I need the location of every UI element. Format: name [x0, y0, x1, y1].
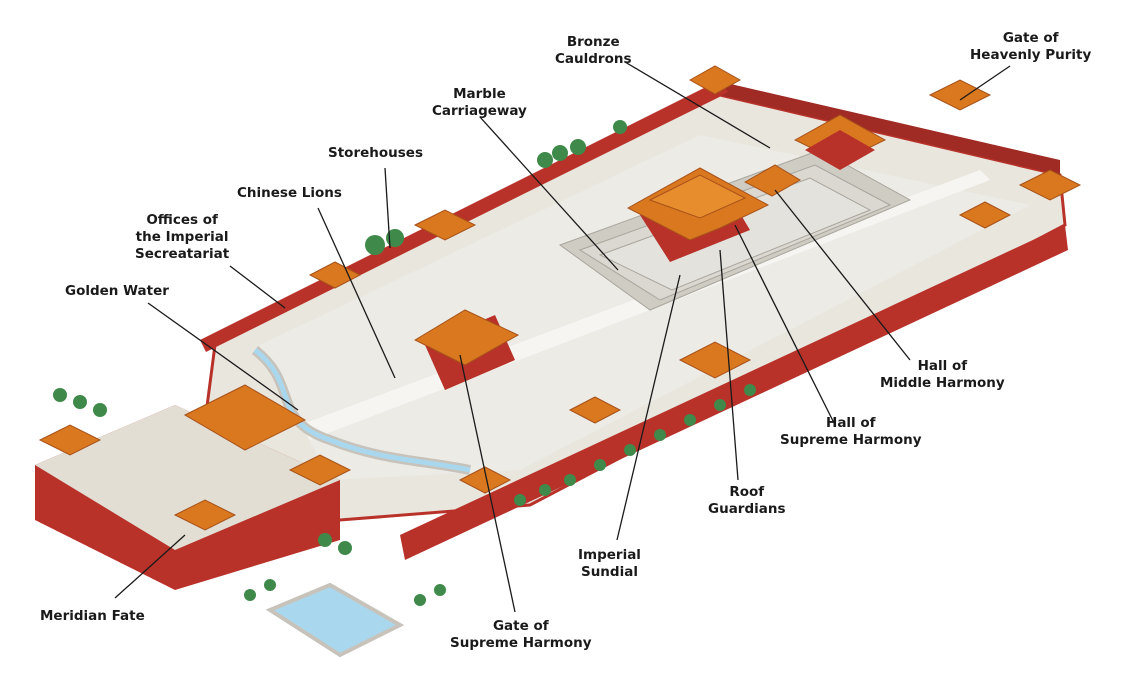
leader-bronze-cauldrons: [624, 61, 771, 149]
leader-lines: [114, 61, 1011, 613]
leader-imperial-sundial: [616, 274, 681, 541]
pavilion-east-1: [678, 341, 752, 379]
north-wall-face: [720, 82, 1060, 175]
gate-heavenly-purity-roof: [928, 79, 992, 111]
pavilion-east-3: [568, 396, 622, 424]
leader-gate-supreme-harmony: [459, 354, 516, 613]
meridian-gate-front-pavilion: [173, 499, 237, 531]
label-gate-heavenly-purity: Gate of Heavenly Purity: [970, 30, 1092, 63]
leader-marble-carriageway: [479, 116, 619, 271]
corner-tower-ne: [1018, 169, 1082, 201]
label-offices-secretariat: Offices of the Imperial Secreatariat: [135, 212, 230, 262]
pavilion-east-2: [458, 466, 512, 494]
label-meridian-fate: Meridian Fate: [40, 608, 145, 624]
leader-meridian-fate: [114, 534, 186, 599]
meridian-gate-right-pavilion: [288, 454, 352, 486]
label-roof-guardians: Roof Guardians: [708, 484, 786, 517]
corner-tower-nw: [688, 65, 742, 95]
pavilion-east-4: [958, 201, 1012, 229]
label-hall-middle-harmony: Hall of Middle Harmony: [880, 358, 1005, 391]
label-chinese-lions: Chinese Lions: [237, 185, 342, 201]
label-hall-supreme-harmony: Hall of Supreme Harmony: [780, 415, 922, 448]
label-marble-carriageway: Marble Carriageway: [432, 86, 527, 119]
label-gate-supreme-harmony: Gate of Supreme Harmony: [450, 618, 592, 651]
hall-middle-harmony-roof: [743, 164, 801, 197]
pavilion-storehouse-2: [308, 261, 362, 289]
leader-chinese-lions: [317, 207, 396, 379]
label-golden-water: Golden Water: [65, 283, 169, 299]
moat-pool: [265, 582, 405, 658]
leader-golden-water: [147, 302, 299, 411]
leader-roof-guardians: [719, 249, 739, 481]
label-imperial-sundial: Imperial Sundial: [578, 547, 641, 580]
leader-gate-heavenly-purity: [959, 65, 1011, 101]
gate-supreme-harmony-roof: [413, 309, 520, 366]
label-storehouses: Storehouses: [328, 145, 423, 161]
leader-hall-middle-harmony: [774, 189, 911, 361]
meridian-gate-left-pavilion: [38, 424, 102, 456]
meridian-gate-main-roof: [183, 384, 307, 451]
label-bronze-cauldrons: Bronze Cauldrons: [555, 34, 632, 67]
pavilion-storehouse-1: [413, 209, 477, 241]
leader-offices: [229, 265, 286, 309]
tree-row: [53, 120, 756, 606]
leader-storehouses: [384, 167, 391, 249]
leader-hall-supreme-harmony: [734, 224, 836, 426]
